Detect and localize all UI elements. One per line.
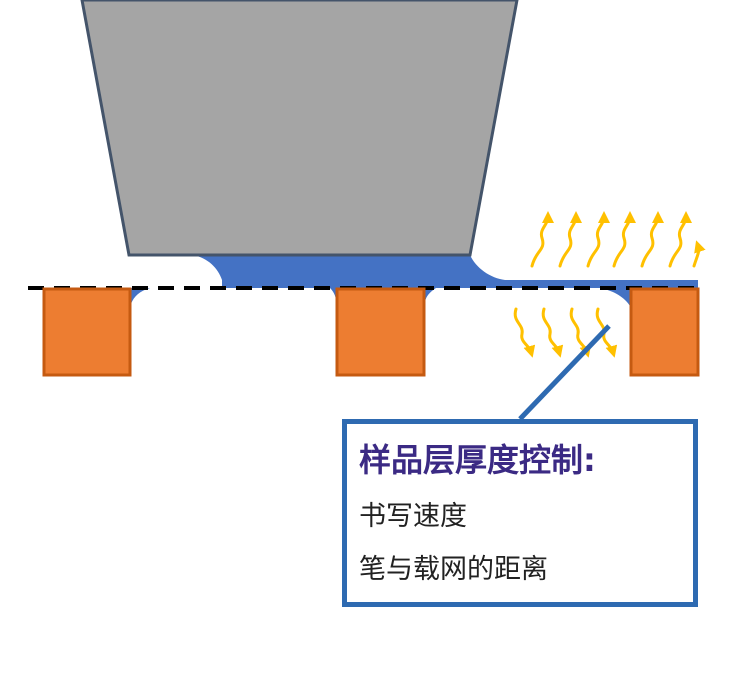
wavy-arrow-up-icon (640, 211, 664, 268)
callout-box: 样品层厚度控制: 书写速度 笔与载网的距离 (342, 419, 698, 607)
wavy-arrow-up-icon (530, 211, 554, 268)
wavy-arrow-up-icon (586, 211, 610, 268)
liquid-sample-layer (193, 255, 698, 306)
wavy-arrow-up-icon (612, 211, 636, 268)
grid-bar (629, 287, 700, 377)
wavy-arrow-up-icon (692, 240, 706, 268)
grid-bar (335, 287, 426, 377)
callout-item-pen-grid-distance: 笔与载网的距离 (359, 554, 548, 585)
liquid-meniscus-left (131, 288, 150, 304)
wavy-arrow-down-icon (569, 307, 592, 358)
grid-bar (42, 287, 132, 377)
callout-item-writing-speed: 书写速度 (359, 501, 467, 532)
wavy-arrow-down-icon (541, 307, 564, 358)
wavy-arrow-down-icon (513, 307, 536, 358)
callout-pointer-line (518, 324, 611, 421)
pen-tip (80, 0, 519, 257)
wavy-arrow-up-icon (668, 211, 692, 268)
wavy-arrow-up-icon (558, 211, 582, 268)
callout-title: 样品层厚度控制: (359, 441, 596, 479)
